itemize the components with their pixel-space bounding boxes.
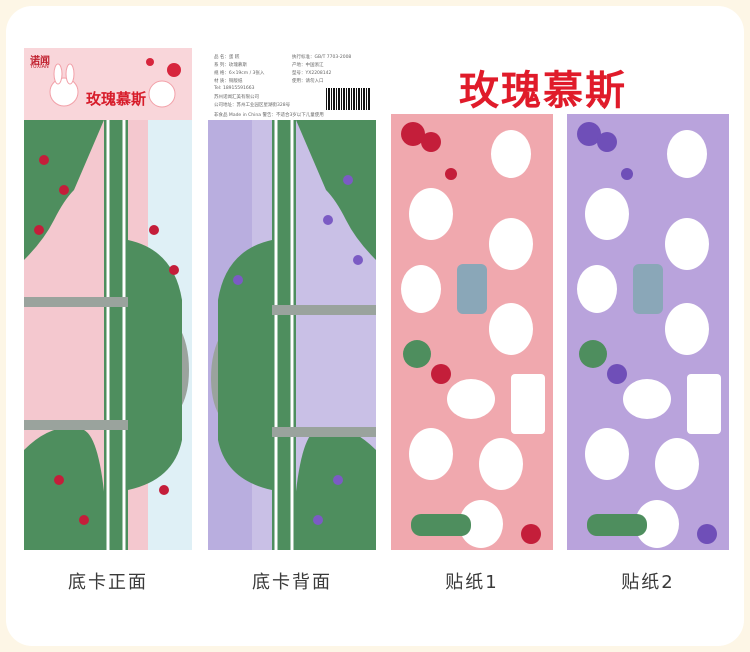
warning-line: 非食品 Made in China 警告：不适合3岁以下儿童使用 <box>214 113 324 118</box>
caption-sticker-2: 贴纸2 <box>621 572 675 593</box>
info-line: 公司地址：苏州工业园区星湖街328号 <box>214 103 291 108</box>
card-front-header: 诺闻 YUXIAN 玫瑰慕斯 <box>24 48 192 120</box>
info-line: 材 质：铜版纸 <box>214 79 243 84</box>
info-line: 型号：YX2208142 <box>292 71 332 76</box>
brand-logo: 诺闻 <box>30 56 50 67</box>
info-line: 执行标准：GB/T 7703-2008 <box>292 55 352 60</box>
card-back-header: 品 名：蛋 糕 系 列：玫瑰慕斯 规 格：6×19cm / 3张入 材 质：铜版… <box>208 48 376 120</box>
card-back-panel: 品 名：蛋 糕 系 列：玫瑰慕斯 规 格：6×19cm / 3张入 材 质：铜版… <box>208 48 376 550</box>
sticker-sheet-1 <box>391 114 553 550</box>
info-line: 规 格：6×19cm / 3张入 <box>214 71 265 76</box>
product-heading: 玫瑰慕斯 <box>459 67 627 114</box>
brand-subtitle: YUXIAN <box>30 64 49 70</box>
caption-card-back: 底卡背面 <box>252 572 332 593</box>
info-line: 产地：中国浙江 <box>292 63 324 68</box>
garden-scene-mirrored <box>208 120 376 550</box>
sticker-art <box>567 114 729 550</box>
barcode <box>326 88 370 110</box>
info-line: 使用：请勿入口 <box>292 79 324 84</box>
info-line: Tel: 18915591663 <box>214 86 255 91</box>
info-line: 系 列：玫瑰慕斯 <box>214 63 247 68</box>
bunny-illustration <box>49 58 181 108</box>
sticker-sheet-2 <box>567 114 729 550</box>
card-front-title: 玫瑰慕斯 <box>86 90 147 108</box>
caption-card-front: 底卡正面 <box>68 572 148 593</box>
caption-sticker-1: 贴纸1 <box>445 572 499 593</box>
info-line: 苏州诺闻汇美有限公司 <box>214 95 259 100</box>
garden-scene <box>24 120 192 550</box>
card-front-panel: 诺闻 YUXIAN 玫瑰慕斯 <box>24 48 192 550</box>
sticker-art <box>391 114 553 550</box>
info-line: 品 名：蛋 糕 <box>214 55 240 60</box>
